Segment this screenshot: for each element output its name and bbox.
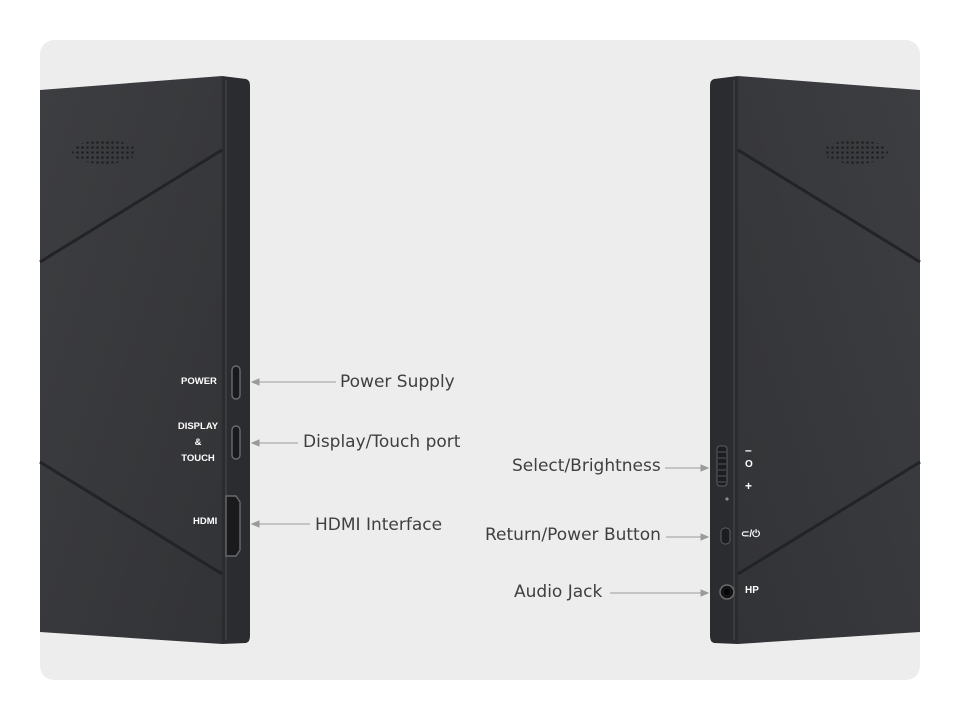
return-power-mark: ⊂/⏻: [741, 529, 761, 540]
left-monitor: [39, 76, 250, 644]
hdmi-port-label: HDMI: [193, 516, 218, 527]
left-face-crease-top: [39, 148, 223, 264]
return-power-button-callout: Return/Power Button: [485, 525, 661, 545]
display-label-line2: &: [194, 437, 202, 448]
hdmi-port: [225, 495, 241, 557]
power-supply-callout: Power Supply: [340, 372, 455, 392]
right-monitor-edge: [710, 76, 738, 644]
right-callout-lines: [610, 464, 710, 597]
minus-mark: –: [745, 443, 752, 457]
left-speaker-grille: [72, 140, 136, 164]
display-touch-usbc-port: [231, 425, 241, 460]
left-monitor-back: [40, 76, 222, 644]
audio-jack-callout: Audio Jack: [514, 582, 603, 602]
display-touch-callout: Display/Touch port: [303, 432, 461, 452]
display-touch-port-label: DISPLAY & TOUCH: [176, 419, 220, 467]
left-callout-lines: [250, 378, 336, 528]
display-label-line3: TOUCH: [181, 453, 215, 464]
hp-mark: HP: [745, 585, 759, 596]
power-port-label: POWER: [181, 376, 217, 387]
right-face-crease-top: [737, 148, 921, 264]
right-face-crease-bottom: [737, 460, 921, 576]
power-usbc-port: [231, 365, 241, 400]
return-power-button: [720, 527, 731, 545]
right-speaker-grille: [824, 140, 888, 164]
right-monitor-back: [738, 76, 920, 644]
hdmi-interface-callout: HDMI Interface: [315, 515, 443, 535]
select-brightness-callout: Select/Brightness: [512, 456, 661, 476]
plus-mark: +: [745, 479, 753, 493]
display-label-line1: DISPLAY: [177, 421, 219, 432]
ok-mark: O: [745, 459, 753, 470]
left-face-crease-bottom: [39, 460, 223, 576]
right-monitor: [710, 76, 921, 644]
